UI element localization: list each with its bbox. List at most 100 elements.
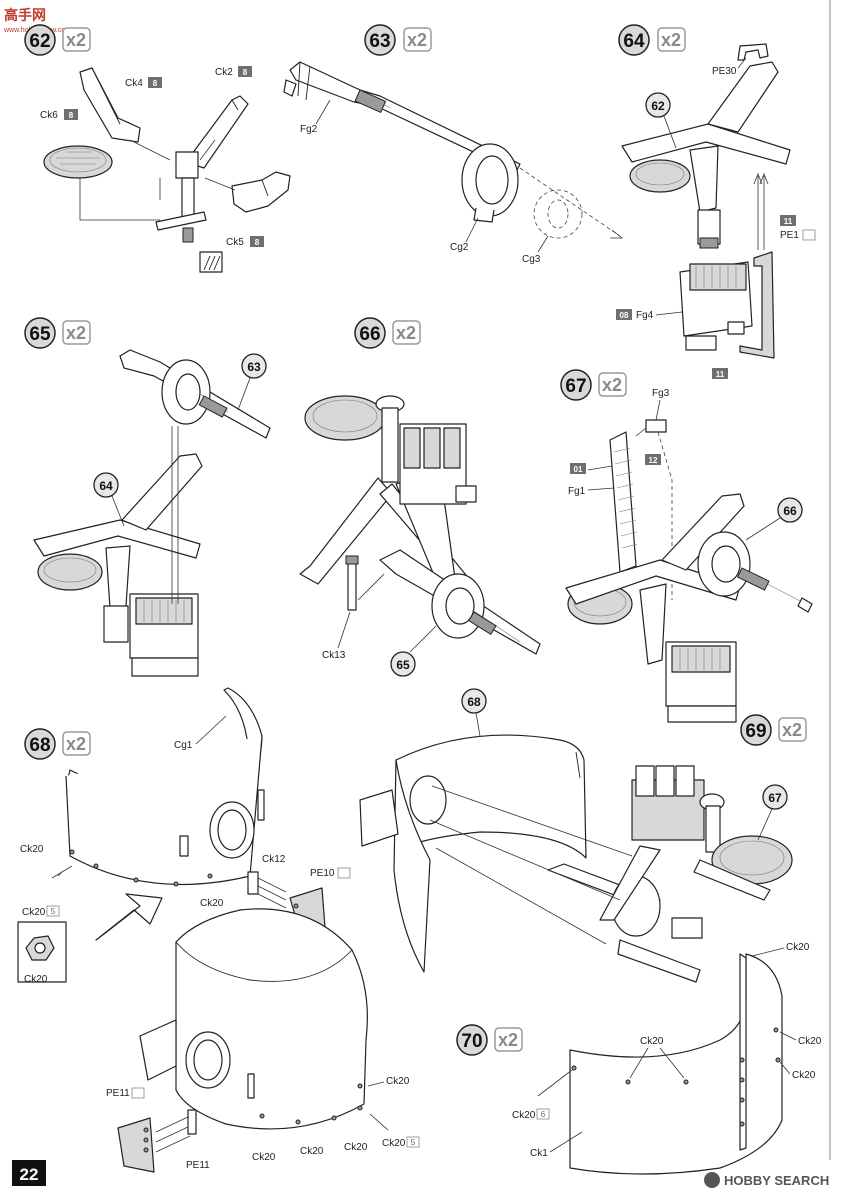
assembly-64-tripod [33,453,203,643]
assembly-65-gun [379,549,541,655]
step-64-header: 64 x2 [618,24,686,56]
ref-67 [762,784,788,810]
tag-ck2: 8 [243,68,248,77]
logo-text: 高手网 [4,7,46,23]
label-pe30: PE30 [712,66,737,77]
ref-64-number: 64 [99,479,113,493]
part-fg1-belt [609,431,638,573]
step-66-number: 66 [359,324,380,345]
step-69-multiplier: x2 [782,720,802,740]
step-64-number: 64 [623,31,645,52]
part-center-post [155,151,207,243]
tag-ck5: 8 [255,238,260,247]
part-fg2-gun [283,61,521,173]
ref-66-number: 66 [783,504,797,518]
part-shield-bottom [139,908,368,1130]
step-67-header: 67 x2 [560,369,627,401]
assembly-67-gun [547,765,793,983]
hobbysearch-logo-icon [704,1172,720,1188]
hobbysearch-watermark: HOBBY SEARCH [704,1172,829,1188]
label-ck6: Ck6 [40,110,58,121]
label-ck20-a: Ck20 [20,844,44,855]
label-ck20-i: Ck20 [640,1036,664,1047]
ref-62-number: 62 [651,99,665,113]
page-number-box: 22 [12,1160,46,1186]
part-ck5 [231,171,291,213]
label-cg3: Cg3 [522,254,541,265]
ref-67-number: 67 [768,791,782,805]
step-68-header: 68 x2 [24,728,91,760]
part-ck1 [569,953,783,1175]
ref-62 [645,92,671,118]
part-cg1-shield-top [65,687,265,886]
ref-68-number: 68 [467,695,481,709]
step-69: 69 x2 [359,688,807,983]
watermark-text: HOBBY SEARCH [724,1173,829,1188]
step-66-multiplier: x2 [396,323,416,343]
step-68: 68 x2 [17,687,420,1173]
qty-ck20-b: 5 [411,1138,416,1147]
assembly-62-tripod [621,61,791,249]
step-65-number: 65 [29,324,51,345]
part-ammo-boxes-66 [399,423,477,505]
step-66-header: 66 x2 [354,317,421,349]
label-cg2: Cg2 [450,242,469,253]
part-pe1 [739,251,775,359]
step-70-header: 70 x2 [456,1024,523,1056]
label-ck20-h: Ck20 [382,1138,406,1149]
label-ck20-j: Ck20 [786,942,810,953]
part-fg4 [679,261,753,351]
label-fg1: Fg1 [568,486,586,497]
label-ck5: Ck5 [226,237,244,248]
qty-ck20-c: 6 [541,1110,546,1119]
step-62-multiplier: x2 [66,30,86,50]
assembly-66-main [565,493,813,665]
label-ck20-b: Ck20 [22,907,46,918]
step-68-number: 68 [29,735,50,756]
down-arrow-icon [95,893,163,941]
label-ck12: Ck12 [262,854,286,865]
label-ck20-nut: Ck20 [24,974,48,985]
part-ck13 [345,555,359,611]
label-pe11-b: PE11 [186,1160,210,1171]
step-63-axis [519,167,621,237]
step-62-number: 62 [29,31,50,52]
label-ck20-f: Ck20 [300,1146,324,1157]
ref-66 [777,497,803,523]
part-pe11 [117,1109,197,1173]
step-64-multiplier: x2 [661,30,681,50]
step-63-number: 63 [369,31,390,52]
step-64: 64 x2 [616,24,816,379]
step-68-multiplier: x2 [66,734,86,754]
part-cg2 [461,143,519,223]
part-ck2 [185,95,249,169]
ref-68 [461,688,487,714]
tag-fg4-b: 11 [716,370,725,379]
label-pe10: PE10 [310,868,335,879]
step-63: 63 x2 Fg2 Cg2 Cg3 [283,24,624,265]
step-69-number: 69 [745,721,766,742]
step-65-multiplier: x2 [66,323,86,343]
step-66: 66 x2 [299,317,541,677]
step-69-guides [429,785,633,945]
label-cg1: Cg1 [174,740,193,751]
step-70-multiplier: x2 [498,1030,518,1050]
ref-63 [241,353,267,379]
tag-fg1: 01 [574,465,583,474]
tag-fg4: 08 [620,311,629,320]
label-ck20-k: Ck20 [798,1036,822,1047]
ref-64 [93,472,119,498]
label-ck20-e: Ck20 [252,1152,276,1163]
part-pe30 [737,43,769,61]
label-ck4: Ck4 [125,78,143,89]
label-pe1: PE1 [780,230,799,241]
label-fg4: Fg4 [636,310,654,321]
glue-icon [199,251,223,273]
part-ck4 [79,67,141,143]
step-65-guides [171,426,179,604]
step-64-guides [757,176,765,250]
page-number: 22 [20,1165,39,1184]
step-62-guides [79,139,236,221]
qty-ck20-a: 5 [51,907,56,916]
ref-65-number: 65 [396,658,410,672]
